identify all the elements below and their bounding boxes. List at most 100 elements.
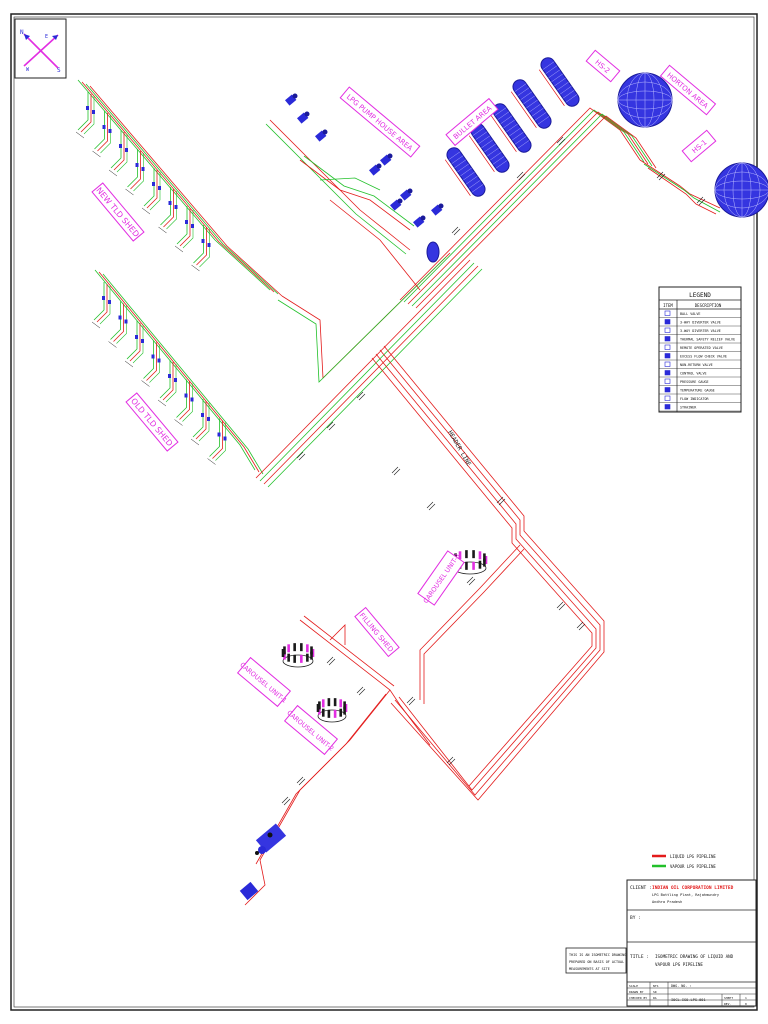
bullet-tanks (444, 57, 580, 197)
sheet-inner-border (13, 16, 755, 1008)
new-tld-shed-piping (77, 79, 283, 297)
note-box: THIS IS AN ISOMETRIC DRAWING PREPARED ON… (565, 947, 627, 974)
tld-bay (141, 168, 161, 215)
legend-row-text: BALL VALVE (680, 312, 700, 316)
bullet-tank (490, 103, 532, 153)
tld-bay (92, 111, 112, 158)
tld-bay (158, 187, 178, 234)
pump-icon (431, 203, 444, 216)
client-line-2: LPG Bottling Plant, Rajahmundry (652, 893, 720, 897)
flow-indicator-icon (664, 395, 671, 401)
horton-sphere-hs1 (714, 162, 768, 218)
pump-icon (400, 188, 413, 201)
tld-bay (207, 418, 227, 465)
old-tld-shed-piping (94, 269, 264, 475)
pipe-colour-legend: LIQUID LPG PIPELINE VAPOUR LPG PIPELINE (652, 854, 716, 869)
svg-text:SR: SR (653, 990, 657, 994)
tld-bay (157, 360, 177, 407)
horton-sphere-hs2 (617, 72, 673, 128)
valve-marks (281, 136, 706, 806)
drawing-title-line-2: VAPOUR LPG PIPELINE (655, 962, 703, 967)
area-label-carousel-unit-3: CAROUSEL UNIT-3 (417, 550, 465, 606)
svg-text:THIS IS AN ISOMETRIC DRAWING: THIS IS AN ISOMETRIC DRAWING (569, 953, 626, 957)
svg-text:REV.: REV. (724, 1002, 731, 1006)
legend-row-text: CONTROL VALVE (680, 372, 707, 376)
3-way-valve-alt-icon (664, 327, 671, 333)
legend-row-text: EXCESS FLOW CHECK VALVE (680, 355, 727, 359)
pump-icon (413, 215, 426, 228)
svg-text:LPG PUMP HOUSE AREA: LPG PUMP HOUSE AREA (345, 93, 414, 153)
legend-row-text: PRESSURE GAUGE (680, 380, 709, 384)
legend-row-text: STRAINER (680, 406, 697, 410)
vapour-receiver-vessel (426, 241, 440, 263)
pump-icon (297, 111, 310, 124)
ball-valve-icon (664, 310, 671, 316)
pump-house-manifold-lines (265, 119, 421, 291)
svg-text:PREPARED ON BASIS OF ACTUAL: PREPARED ON BASIS OF ACTUAL (569, 960, 624, 964)
bullet-header-lines (399, 107, 657, 309)
tld-bay (108, 301, 128, 348)
remote-operated-valve-icon (664, 344, 671, 350)
svg-text:NEW TLD SHED: NEW TLD SHED (94, 186, 141, 239)
tld-bay (124, 321, 144, 368)
svg-text:NTS: NTS (653, 984, 659, 988)
by-label: BY : (630, 915, 641, 921)
svg-text:SCALE: SCALE (629, 984, 638, 988)
legend-row-text: 3-WAY DIVERTER VALVE (680, 329, 721, 333)
svg-text:DRAWN BY: DRAWN BY (629, 990, 644, 994)
tld-bay (91, 282, 111, 329)
svg-text:E: E (45, 34, 48, 40)
compass-icon: N S E W (14, 18, 67, 79)
legend-title: LEGEND (689, 292, 711, 299)
tld-bay (141, 340, 161, 387)
svg-text:W: W (26, 67, 30, 73)
thermal-relief-valve-icon (664, 336, 671, 342)
area-label-carousel-unit-2: CAROUSEL UNIT-2 (283, 704, 339, 756)
svg-text:MEASUREMENTS AT SITE: MEASUREMENTS AT SITE (569, 967, 610, 971)
area-label-old-tld-shed: OLD TLD SHED (125, 392, 179, 452)
legend-header-item: ITEM (663, 303, 673, 308)
svg-text:N: N (20, 29, 24, 36)
legend-row-text: NON-RETURN VALVE (680, 363, 713, 367)
tld-bay (174, 379, 194, 426)
liquid-lpg-legend-label: LIQUID LPG PIPELINE (670, 854, 716, 859)
tld-to-pumphouse-lines (277, 252, 451, 383)
main-trunk-lines (371, 345, 605, 801)
svg-text:1: 1 (745, 996, 747, 1000)
horton-hs1-lines (639, 159, 721, 215)
non-return-valve-icon (664, 361, 671, 367)
legend-header-description: DESCRIPTION (695, 303, 722, 308)
drawing-number: IOCL-ISO-LPG-001 (671, 998, 706, 1002)
pressure-gauge-icon (664, 378, 671, 384)
legend-row-text: 3-WAY DIVERTER VALVE (680, 321, 721, 325)
pipeline-network (77, 79, 721, 906)
filling-shed-lines (244, 615, 431, 906)
svg-text:S: S (57, 67, 61, 74)
strainer-icon (664, 404, 671, 410)
carousel-icon (316, 698, 348, 723)
bullet-tank (510, 79, 552, 129)
area-label-hs-1: HS-1 (681, 129, 717, 163)
drawing-title-line-1: ISOMETRIC DRAWING OF LIQUID AND (655, 954, 734, 959)
svg-text:CHECKED BY: CHECKED BY (629, 996, 647, 1000)
area-label-new-tld-shed: NEW TLD SHED (91, 182, 145, 242)
area-label-hs-2: HS-2 (585, 49, 621, 83)
carousel-icon (281, 643, 315, 668)
legend-row-text: TEMPERATURE GAUGE (680, 389, 715, 393)
tld-bay (191, 225, 211, 272)
lpg-pumps (285, 93, 444, 228)
svg-text:OLD TLD SHED: OLD TLD SHED (129, 397, 174, 449)
pump-icon (369, 163, 382, 176)
drawing-number-label: DWG. NO. : (671, 984, 691, 988)
tld-bay (75, 92, 95, 139)
pump-icon (390, 198, 403, 211)
carousel3-branch-lines (419, 544, 525, 704)
sheet-border (10, 13, 758, 1011)
tld-bay (108, 130, 128, 177)
client-line-3: Andhra Pradesh (652, 900, 682, 904)
svg-text:RA: RA (653, 996, 657, 1000)
tld-bay (125, 149, 145, 196)
area-label-filling-shed: FILLING SHED (354, 606, 400, 658)
client-label: CLIENT : (630, 885, 652, 891)
